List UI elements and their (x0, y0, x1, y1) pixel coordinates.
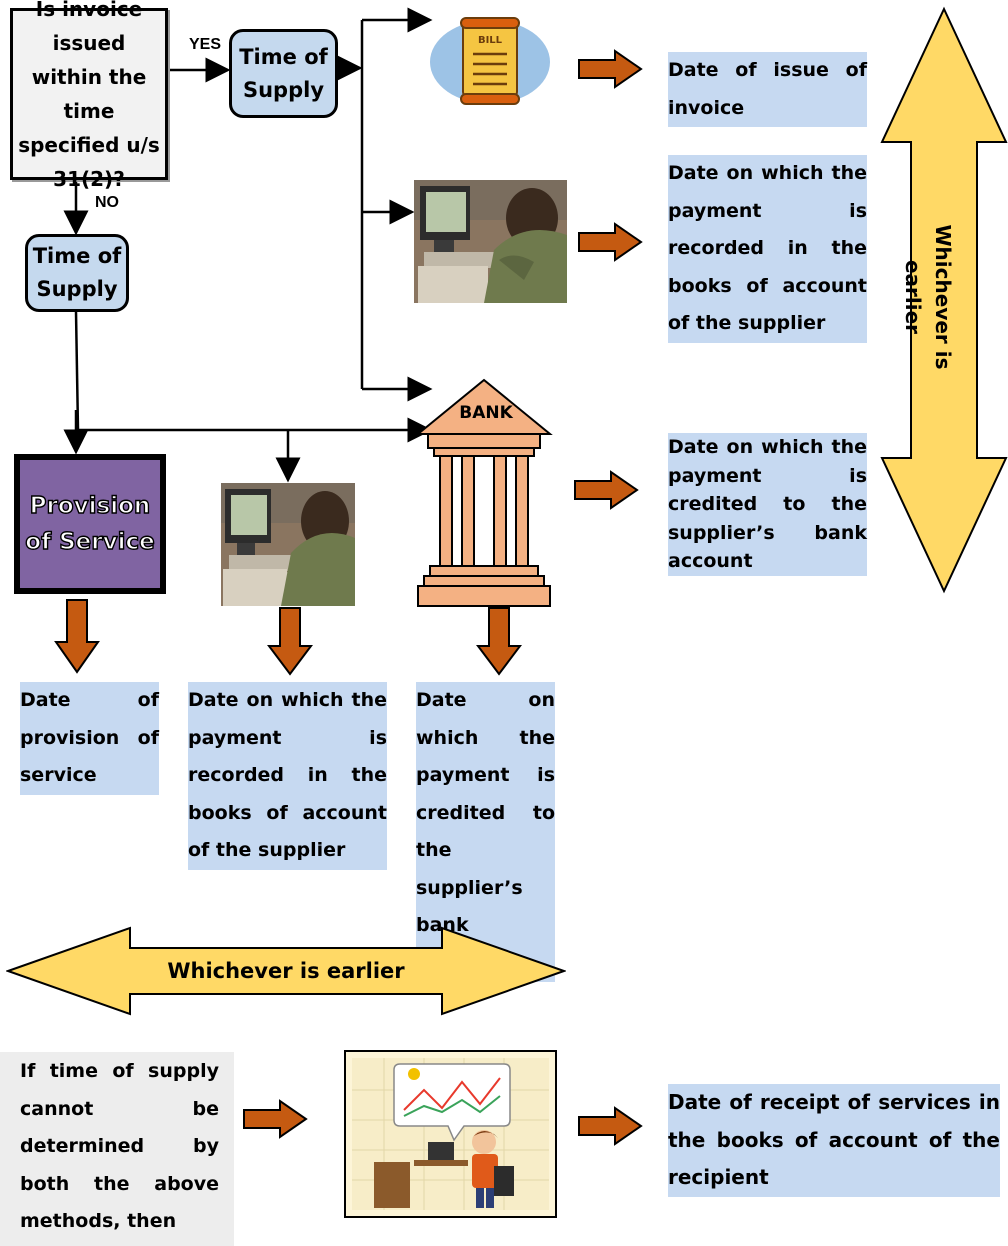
fallback-condition-text: If time of supply cannot be determined b… (20, 1060, 219, 1232)
right-arrow-2 (578, 222, 643, 262)
computer-worker-photo (414, 180, 567, 303)
right-label-3: Date on which the payment is credited to… (668, 433, 867, 576)
question-text: Is invoice issued within the time specif… (18, 0, 160, 191)
computer-worker-photo-2 (221, 483, 355, 606)
fallback-result-text: Date of receipt of services in the books… (668, 1090, 1000, 1189)
accountant-illustration (344, 1050, 557, 1218)
bank-icon-text: BANK (459, 403, 513, 423)
provision-of-service-box: Provision of Service (14, 454, 166, 594)
right-label-2-text: Date on which the payment is recorded in… (668, 162, 867, 334)
vertical-whichever-label: Whichever is earlier (901, 224, 955, 370)
fallback-box (0, 1052, 234, 1246)
fallback-result-label: Date of receipt of services in the books… (668, 1084, 1000, 1197)
bottom-label-1-text: Date of provision of service (20, 689, 159, 786)
question-box: Is invoice issued within the time specif… (10, 0, 168, 191)
right-arrow-1 (578, 49, 643, 89)
right-label-1-text: Date of issue of invoice (668, 59, 867, 119)
bill-icon: BILL (430, 17, 550, 105)
horizontal-double-arrow (6, 926, 566, 1016)
horizontal-whichever-label: Whichever is earlier (167, 959, 405, 983)
time-of-supply-label: Time of Supply (32, 244, 122, 301)
right-label-1: Date of issue of invoice (668, 52, 867, 127)
right-arrow-4 (243, 1099, 308, 1139)
vertical-double-arrow (880, 6, 1008, 594)
bottom-label-2-text: Date on which the payment is recorded in… (188, 689, 387, 861)
bill-icon-text: BILL (478, 35, 503, 46)
bank-icon: BANK (415, 378, 553, 607)
time-of-supply-box-yes: Time of Supply (229, 29, 338, 118)
right-arrow-5 (578, 1106, 643, 1146)
bottom-label-3: Date on which the payment is credited to… (416, 682, 555, 982)
right-arrow-3 (574, 470, 639, 510)
time-of-supply-label: Time of Supply (239, 44, 328, 102)
time-of-supply-box-no: Time of Supply (25, 234, 129, 312)
provision-label: Provision of Service (25, 492, 156, 555)
bottom-label-2: Date on which the payment is recorded in… (188, 682, 387, 870)
tos2-down (74, 311, 80, 431)
bottom-label-1: Date of provision of service (20, 682, 159, 795)
right-label-2: Date on which the payment is recorded in… (668, 155, 867, 343)
yes-label: YES (189, 36, 222, 53)
down-arrow-2 (267, 607, 313, 676)
down-arrow-1 (54, 599, 100, 674)
no-label: NO (95, 194, 119, 211)
down-arrow-3 (476, 607, 522, 676)
right-label-3-text: Date on which the payment is credited to… (668, 436, 867, 572)
